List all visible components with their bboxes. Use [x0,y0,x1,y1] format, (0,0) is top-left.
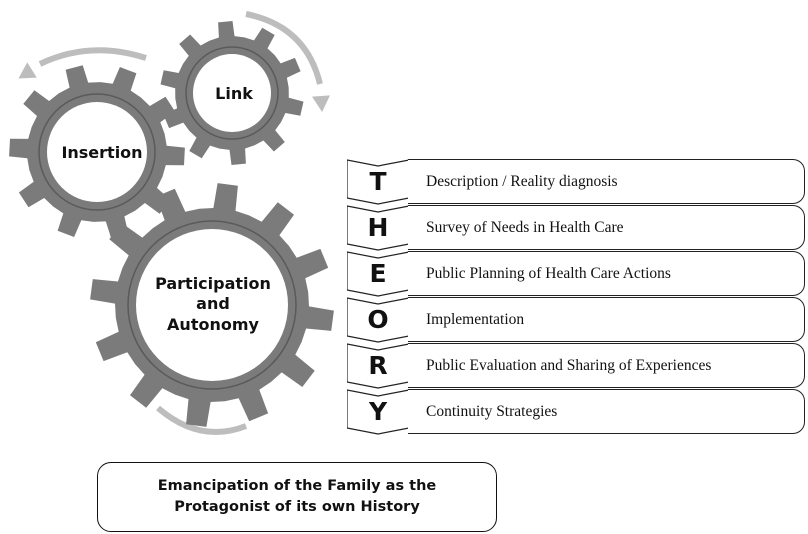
gear-label-participation: Participation and Autonomy [140,274,286,335]
theory-box [408,159,805,204]
gear-participation-ring [127,220,297,390]
arrow-top-left-head [18,62,37,79]
theory-letter: R [368,351,388,380]
gear-label-insertion: Insertion [61,143,143,162]
gear-insertion-center [47,102,147,202]
arrow-bottom-left [156,405,248,435]
gear-participation-center [136,229,288,381]
gear-participation [90,183,334,427]
arrow-top-right [245,11,323,85]
theory-text: Public Planning of Health Care Actions [426,264,671,282]
gear-link-center [193,54,271,132]
theory-box [408,389,805,434]
theory-text: Description / Reality diagnosis [426,172,618,190]
gear-label-participation-line-3: Autonomy [167,314,259,334]
gear-label-link: Link [215,84,253,103]
theory-text: Survey of Needs in Health Care [426,218,624,236]
theory-letter: Y [368,397,388,426]
emancipation-line-1: Emancipation of the Family as the [157,477,437,494]
gear-label-participation-line-2: and [196,294,230,314]
theory-text: Continuity Strategies [426,402,558,420]
arrow-top-left [38,47,147,67]
theory-letter: T [369,167,387,196]
theory-text: Public Evaluation and Sharing of Experie… [426,356,712,374]
theory-letter: E [369,259,387,288]
theory-box [408,343,805,388]
theory-text: Implementation [426,310,525,328]
theory-letter: O [367,305,389,334]
gear-link-ring [185,46,279,140]
theory-box [408,205,805,250]
gear-insertion [9,65,185,239]
theory-box [408,251,805,296]
gear-link [160,21,304,165]
emancipation-box: Emancipation of the Family as the Protag… [97,462,497,532]
arrow-top-right-head [312,95,330,112]
theory-letter: H [367,213,389,242]
theory-box [408,297,805,342]
emancipation-line-2: Protagonist of its own History [174,499,420,515]
gear-insertion-ring [38,93,156,211]
gear-label-participation-line-1: Participation [155,274,271,293]
